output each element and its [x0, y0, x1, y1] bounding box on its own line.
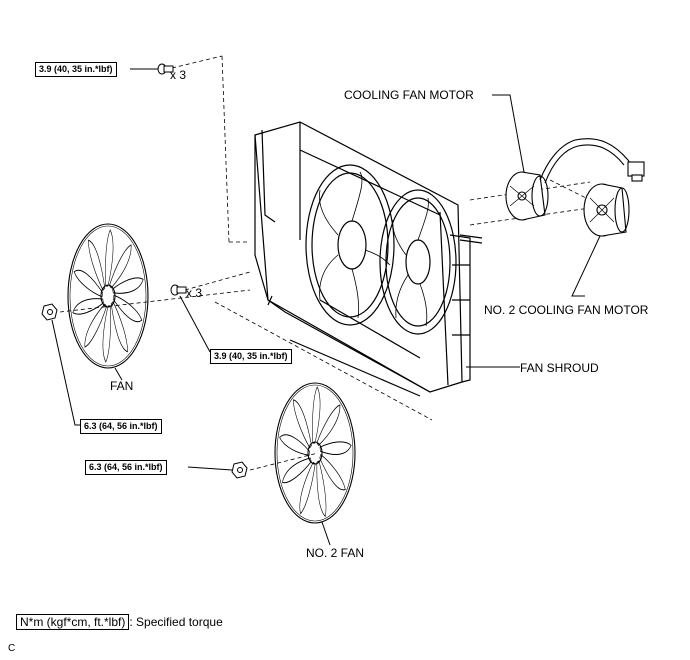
fan-nut-torque-label: 6.3 (64, 56 in.*lbf): [80, 419, 162, 434]
upper-bolt-quantity: x 3: [170, 68, 187, 82]
no2-fan-nut-icon: [231, 461, 248, 479]
no2-fan-label: NO. 2 FAN: [306, 546, 365, 560]
no2-cooling-fan-motor-label: NO. 2 COOLING FAN MOTOR: [484, 303, 649, 317]
fan-nut-icon: [41, 303, 58, 321]
alignment-lines: [59, 55, 601, 471]
lower-bolt-icon: [170, 284, 187, 296]
torque-legend: N*m (kgf*cm, ft.*lbf): Specified torque: [16, 614, 223, 630]
no2-fan-nut-torque-label: 6.3 (64, 56 in.*lbf): [85, 460, 167, 475]
fan-shroud-label: FAN SHROUD: [520, 361, 599, 375]
legend-text: : Specified torque: [129, 615, 223, 629]
fan-shroud: [254, 121, 483, 397]
no2-cooling-fan-motor: [583, 183, 630, 237]
cooling-fan-motor: [505, 138, 645, 221]
fan: [67, 223, 149, 369]
legend-unit-box: N*m (kgf*cm, ft.*lbf): [16, 614, 130, 630]
no2-fan: [274, 382, 356, 524]
fan-label: FAN: [110, 379, 134, 393]
lower-bolt-quantity: x 3: [186, 286, 203, 300]
leader-lines: [51, 68, 601, 546]
upper-bolt-torque-label: 3.9 (40, 35 in.*lbf): [35, 62, 117, 77]
figure-code: C: [8, 643, 16, 654]
cooling-fan-motor-label: COOLING FAN MOTOR: [344, 88, 474, 102]
lower-bolt-torque-label: 3.9 (40, 35 in.*lbf): [210, 349, 292, 364]
